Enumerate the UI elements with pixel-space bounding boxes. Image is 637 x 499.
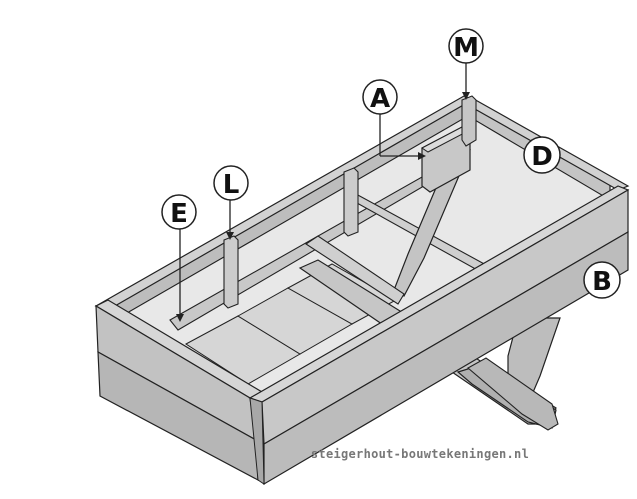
callout-e: E	[161, 194, 197, 230]
leg-lower-visible	[467, 357, 559, 431]
callout-a-text: A	[370, 84, 390, 114]
leg-beam	[305, 235, 405, 305]
callout-b-text: B	[592, 267, 612, 297]
callout-b: B	[583, 261, 621, 299]
callout-m-text: M	[453, 33, 479, 63]
callout-l-text: L	[223, 170, 240, 200]
corner-post-m	[461, 95, 477, 147]
post-l	[223, 235, 239, 309]
callout-d: D	[523, 136, 561, 174]
leader-arrows	[176, 92, 470, 322]
bracket-a	[421, 125, 471, 193]
callout-a: A	[362, 79, 398, 115]
post-mid	[343, 167, 359, 237]
callout-l: L	[213, 165, 249, 201]
callout-e-text: E	[170, 199, 188, 229]
callout-d-text: D	[531, 142, 553, 172]
watermark-text: steigerhout-bouwtekeningen.nl	[311, 447, 529, 461]
callout-m: M	[448, 28, 484, 64]
corner-edge	[249, 397, 265, 485]
